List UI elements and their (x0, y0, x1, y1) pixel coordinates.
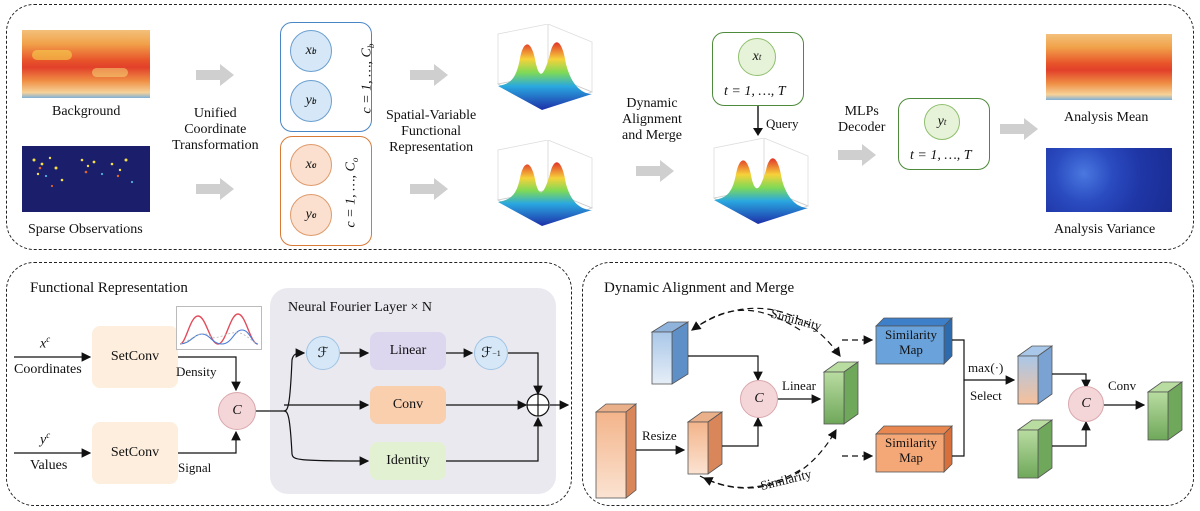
similarity-map-top-label: Similarity Map (885, 327, 937, 357)
surface-plot-observation (496, 140, 594, 226)
selected-feature-map-bottom (1016, 419, 1054, 479)
setconv-density-box: SetConv (92, 326, 178, 388)
analysis-variance-label: Analysis Variance (1054, 222, 1156, 237)
density-plot-icon (176, 306, 262, 350)
sparse-observations-image (22, 146, 150, 212)
resize-label: Resize (642, 428, 677, 443)
dynamic-alignment-title: Dynamic Alignment and Merge (604, 280, 795, 296)
neural-fourier-layer-title: Neural Fourier Layer × N (288, 300, 432, 315)
final-feature-map (1146, 381, 1184, 441)
blue-feature-map (650, 321, 690, 385)
t-range-output-label: t = 1, …, T (910, 148, 972, 163)
grey-arrow-icon (410, 64, 448, 86)
xc-label: xc (40, 334, 51, 352)
max-label: max(·) (968, 360, 1004, 375)
conv-label: Conv (1108, 378, 1137, 393)
grey-arrow-icon (838, 144, 876, 166)
similarity-map-top-shape (875, 317, 953, 365)
background-label: Background (52, 104, 121, 119)
query-label: Query (766, 116, 799, 131)
mlp-decoder-label: MLPs Decoder (838, 104, 886, 136)
functional-representation-panel (6, 262, 572, 506)
selected-feature-map-top (1016, 345, 1054, 405)
green-feature-map (822, 361, 860, 425)
functional-representation-title: Functional Representation (30, 280, 188, 296)
similarity-map-bottom-label: Similarity Map (885, 435, 937, 465)
yc-label: yc (40, 430, 51, 448)
grey-arrow-icon (196, 178, 234, 200)
similarity-map-bottom-shape (875, 425, 953, 473)
surface-plot-background (496, 24, 594, 110)
dynamic-alignment-label: Dynamic Alignment and Merge (622, 96, 682, 144)
values-label: Values (30, 458, 68, 473)
spatial-variable-label: Spatial-Variable Functional Representati… (386, 108, 477, 156)
query-arrow-icon (753, 106, 763, 136)
grey-arrow-icon (196, 64, 234, 86)
signal-label: Signal (178, 460, 212, 475)
analysis-mean-image (1046, 34, 1172, 100)
density-label: Density (176, 364, 217, 379)
setconv-signal-box: SetConv (92, 422, 178, 484)
analysis-mean-label: Analysis Mean (1064, 110, 1149, 125)
conv-box: Conv (370, 386, 446, 424)
linear-box: Linear (370, 332, 446, 370)
concat-node: C (218, 392, 256, 430)
coordinates-label: Coordinates (14, 362, 82, 377)
inverse-fourier-node: ℱ−1 (474, 336, 508, 370)
orange-feature-map-resized (686, 411, 724, 475)
dynamic-alignment-panel (582, 262, 1194, 506)
fourier-transform-node: ℱ (306, 336, 340, 370)
grey-arrow-icon (1000, 118, 1038, 140)
grey-arrow-icon (410, 178, 448, 200)
concat-node-final: C (1068, 386, 1104, 422)
top-panel (6, 4, 1194, 250)
analysis-variance-image (1046, 148, 1172, 212)
unified-label: Unified Coordinate Transformation (172, 106, 259, 154)
identity-box: Identity (370, 442, 446, 480)
surface-plot-merged (712, 138, 810, 224)
background-map-image (22, 30, 150, 98)
concat-node-merge: C (740, 380, 778, 418)
sum-node (526, 393, 550, 417)
grey-arrow-icon (636, 160, 674, 182)
linear-label: Linear (782, 378, 816, 393)
orange-feature-map-large (594, 403, 638, 499)
select-label: Select (970, 388, 1002, 403)
sparse-observations-label: Sparse Observations (28, 222, 143, 237)
t-range-label: t = 1, …, T (724, 84, 786, 99)
